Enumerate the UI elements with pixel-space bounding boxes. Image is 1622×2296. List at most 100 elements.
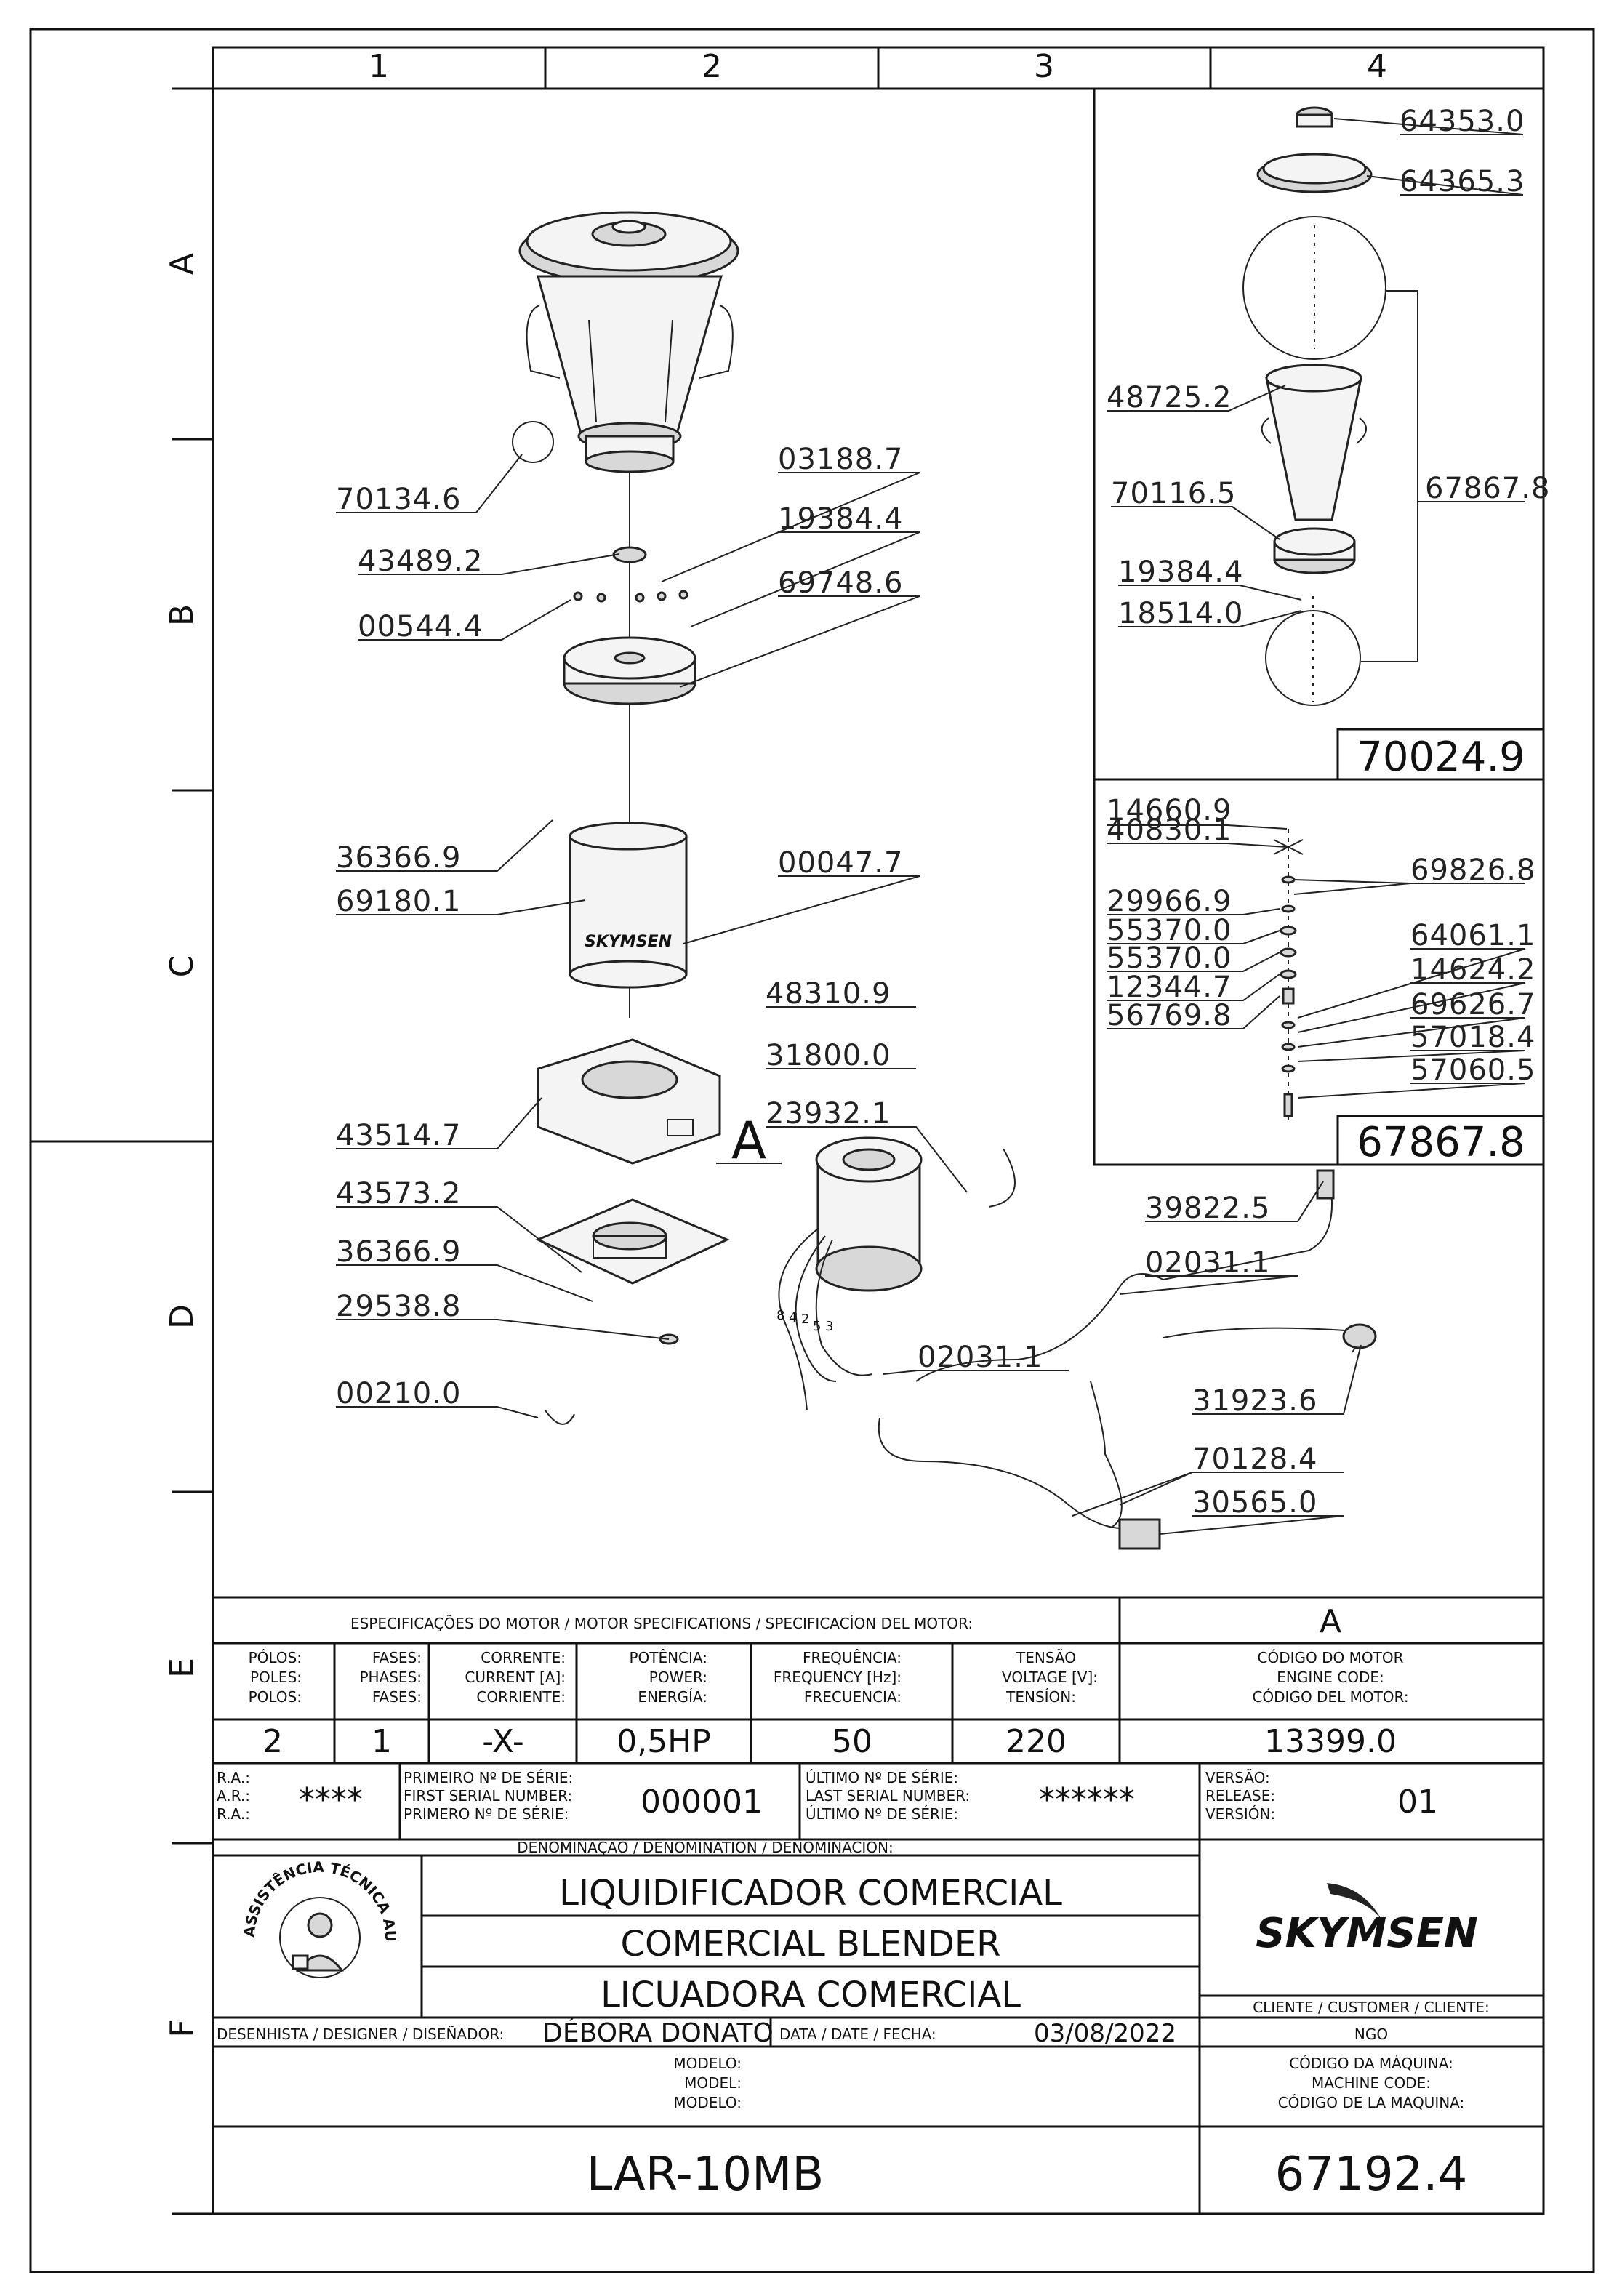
current-value: -X- (482, 1723, 524, 1760)
machine-code-label-en: MACHINE CODE: (1312, 2074, 1431, 2092)
svg-text:LAST SERIAL NUMBER:: LAST SERIAL NUMBER: (806, 1787, 970, 1805)
label-43489-2: 43489.2 (358, 545, 483, 578)
label-56769-8: 56769.8 (1107, 999, 1232, 1032)
svg-text:A.R.:: A.R.: (217, 1787, 250, 1805)
detail-a-assembly: 70024.9 (1357, 734, 1525, 781)
svg-text:ENGINE CODE:: ENGINE CODE: (1277, 1669, 1384, 1686)
release-value: 01 (1397, 1783, 1438, 1821)
svg-text:FREQUÊNCIA:: FREQUÊNCIA: (803, 1649, 902, 1666)
label-70134-6: 70134.6 (336, 483, 461, 516)
svg-text:TENSÃO: TENSÃO (1016, 1649, 1076, 1666)
designer-value: DÉBORA DONATO (542, 2018, 774, 2048)
base-plate (535, 1198, 730, 1285)
svg-text:PÓLOS:: PÓLOS: (249, 1649, 302, 1666)
detail-box-shaft (1093, 778, 1545, 1166)
svg-text:ÚLTIMO Nº DE SÉRIE:: ÚLTIMO Nº DE SÉRIE: (806, 1805, 958, 1823)
cable-gland (1342, 1323, 1377, 1349)
leader-lines-detail-a (1107, 118, 1525, 627)
detail-b-graphics (1273, 829, 1304, 1120)
label-12344-7: 12344.7 (1107, 971, 1232, 1004)
svg-text:RELEASE:: RELEASE: (1205, 1787, 1275, 1805)
label-03188-7: 03188.7 (778, 443, 903, 476)
label-36366-9-b: 36366.9 (336, 1235, 461, 1269)
svg-text:ENERGÍA:: ENERGÍA: (638, 1688, 707, 1706)
leader-lines-main (336, 454, 1362, 1535)
label-48310-9: 48310.9 (766, 977, 891, 1011)
label-30565-0: 30565.0 (1192, 1486, 1317, 1520)
motor-cover: SKYMSEN (569, 822, 688, 989)
label-69748-6: 69748.6 (778, 566, 903, 600)
label-14660-9: 14660.9 (1107, 794, 1232, 827)
denomination-pt: LIQUIDIFICADOR COMERCIAL (559, 1873, 1062, 1914)
label-55370-0-b: 55370.0 (1107, 942, 1232, 975)
label-67867-8: 67867.8 (1425, 472, 1550, 505)
svg-text:POWER:: POWER: (649, 1669, 707, 1686)
label-55370-0-a: 55370.0 (1107, 914, 1232, 947)
label-40830-1: 40830.1 (1107, 814, 1232, 847)
model-label-en: MODEL: (684, 2074, 742, 2092)
wire-number-4: 4 (789, 1310, 797, 1325)
denomination-label: DENOMINAÇÃO / DENOMINATION / DENOMINACIÓ… (517, 1839, 893, 1856)
svg-text:CURRENT [A]:: CURRENT [A]: (465, 1669, 566, 1686)
voltage-value: 220 (1005, 1723, 1067, 1760)
grid-row-c: C (164, 955, 201, 978)
detail-b-assembly: 67867.8 (1357, 1119, 1525, 1166)
svg-text:PRIMEIRO Nº DE SÉRIE:: PRIMEIRO Nº DE SÉRIE: (404, 1769, 573, 1786)
model-value: LAR-10MB (587, 2148, 824, 2201)
grid-col-2: 2 (702, 48, 722, 85)
label-14624-2: 14624.2 (1410, 953, 1535, 987)
model-label-pt: MODELO: (673, 2055, 742, 2072)
service-seal-icon: ASSISTÊNCIA TÉCNICA AUTORIZADA (0, 0, 399, 1978)
engine-code-value: 13399.0 (1264, 1723, 1397, 1760)
label-00047-7: 00047.7 (778, 846, 903, 880)
grid-row-e: E (164, 1658, 201, 1678)
label-31800-0: 31800.0 (766, 1039, 891, 1072)
grid-row-f: F (164, 2019, 201, 2037)
svg-text:POLOS:: POLOS: (249, 1688, 302, 1706)
label-64061-1: 64061.1 (1410, 919, 1535, 952)
detail-a-graphics (1242, 106, 1418, 706)
label-64365-3: 64365.3 (1400, 165, 1525, 198)
power-value: 0,5HP (617, 1723, 711, 1760)
poles-value: 2 (262, 1723, 283, 1760)
serial-row: R.A.: A.R.: R.A.: **** PRIMEIRO Nº DE SÉ… (217, 1769, 1438, 1823)
wire-number-8: 8 (776, 1308, 784, 1323)
label-70116-5: 70116.5 (1111, 477, 1236, 510)
denomination-es: LICUADORA COMERCIAL (601, 1975, 1021, 2015)
svg-text:PRIMERO Nº DE SÉRIE:: PRIMERO Nº DE SÉRIE: (404, 1805, 569, 1823)
customer-value: NGO (1354, 2026, 1388, 2043)
svg-text:POTÊNCIA:: POTÊNCIA: (629, 1649, 707, 1666)
label-69180-1: 69180.1 (336, 885, 461, 918)
label-57060-5: 57060.5 (1410, 1053, 1535, 1087)
ra-value: **** (299, 1781, 363, 1818)
svg-text:CÓDIGO DO MOTOR: CÓDIGO DO MOTOR (1258, 1649, 1404, 1666)
frequency-value: 50 (832, 1723, 872, 1760)
motor (815, 1136, 923, 1292)
version-letter: A (1320, 1603, 1341, 1640)
grid-row-d: D (164, 1304, 201, 1329)
svg-text:VOLTAGE [V]:: VOLTAGE [V]: (1002, 1669, 1098, 1686)
jar-ref-circle (512, 421, 554, 463)
grid-col-3: 3 (1034, 48, 1054, 85)
power-plug (1316, 1169, 1335, 1200)
title-block-lines (213, 1596, 1543, 2214)
denomination-en: COMERCIAL BLENDER (620, 1924, 1000, 1964)
sheet-border (29, 28, 1595, 2273)
brand-logo: SKYMSEN (1256, 1883, 1478, 1957)
label-29966-9: 29966.9 (1107, 885, 1232, 918)
svg-text:R.A.:: R.A.: (217, 1769, 250, 1786)
screws-top (573, 590, 688, 603)
label-69626-7: 69626.7 (1410, 988, 1535, 1021)
svg-text:FASES:: FASES: (372, 1649, 422, 1666)
label-70128-4: 70128.4 (1192, 1442, 1317, 1476)
label-19384-4: 19384.4 (778, 502, 903, 536)
label-02031-1-a: 02031.1 (1145, 1246, 1270, 1280)
leader-lines-detail-b (1107, 824, 1526, 1099)
customer-label: CLIENTE / CUSTOMER / CLIENTE: (1253, 1999, 1490, 2016)
svg-text:CÓDIGO DEL MOTOR:: CÓDIGO DEL MOTOR: (1252, 1688, 1408, 1706)
label-57018-4: 57018.4 (1410, 1021, 1535, 1054)
machine-code-value: 67192.4 (1275, 2148, 1468, 2201)
last-serial-value: ****** (1039, 1781, 1135, 1818)
label-43514-7: 43514.7 (336, 1119, 461, 1152)
